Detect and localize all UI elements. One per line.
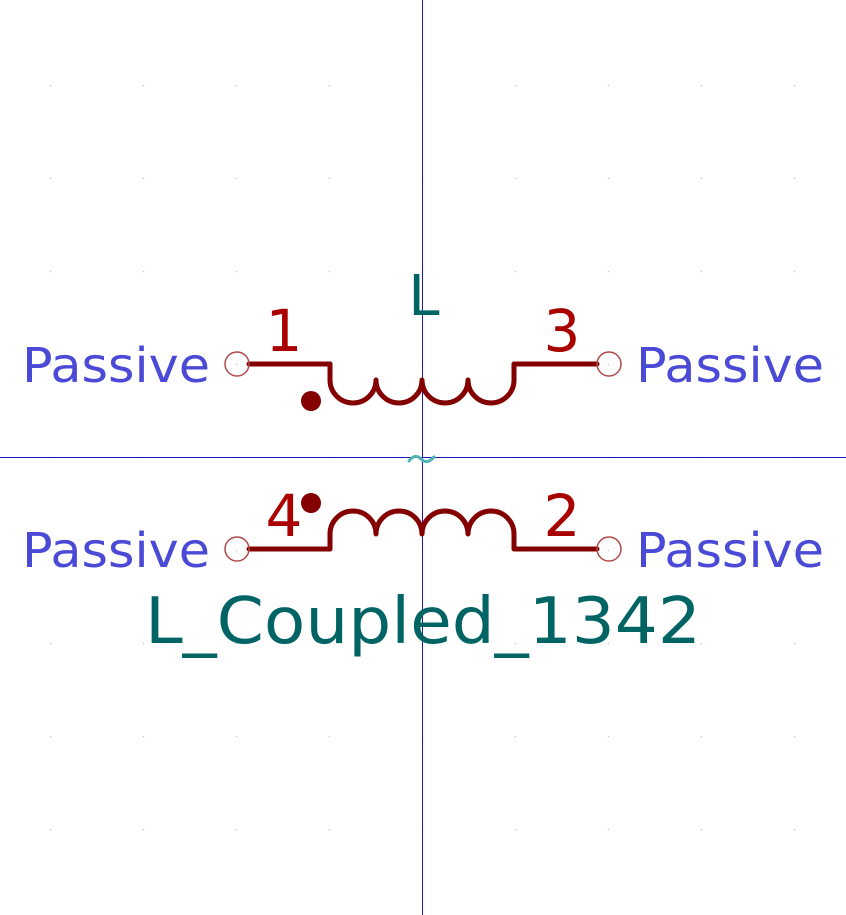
grid-dot — [793, 363, 796, 366]
grid-dot — [700, 735, 703, 738]
pin-end-markers — [224, 351, 622, 562]
grid-dot — [607, 177, 610, 180]
grid-dot — [793, 84, 796, 87]
grid-dot — [514, 270, 517, 273]
grid-dot — [235, 549, 238, 552]
pin-4-end-circle[interactable] — [224, 536, 250, 562]
grid-dot — [793, 549, 796, 552]
pin-2-number: 2 — [544, 482, 581, 550]
grid-dot — [793, 735, 796, 738]
grid-dot — [328, 828, 331, 831]
pin-2-type: Passive — [636, 523, 824, 579]
grid-dot — [142, 177, 145, 180]
lower-winding — [246, 508, 600, 552]
grid-dot — [49, 735, 52, 738]
grid-dot — [49, 828, 52, 831]
grid-dot — [793, 177, 796, 180]
grid-dot — [142, 549, 145, 552]
grid-dot — [49, 84, 52, 87]
pin-1-type: Passive — [22, 338, 210, 394]
grid-dot — [328, 177, 331, 180]
grid-dot — [607, 270, 610, 273]
grid-dot — [514, 642, 517, 645]
grid-dot — [607, 84, 610, 87]
grid-dot — [142, 363, 145, 366]
grid-dot — [142, 735, 145, 738]
pin-2-end-circle[interactable] — [596, 536, 622, 562]
grid-dot — [142, 642, 145, 645]
grid-dot — [514, 84, 517, 87]
grid-dot — [793, 828, 796, 831]
grid-dot — [700, 828, 703, 831]
grid-dot — [49, 549, 52, 552]
grid-dot — [514, 735, 517, 738]
grid-dot — [793, 642, 796, 645]
grid-dot — [235, 828, 238, 831]
grid-dot — [49, 363, 52, 366]
symbol-value[interactable]: L_Coupled_1342 — [145, 585, 701, 659]
grid-dot — [328, 270, 331, 273]
pin-1-number: 1 — [266, 297, 303, 365]
grid-dot — [235, 84, 238, 87]
grid-dot — [700, 84, 703, 87]
pin-1-end-circle[interactable] — [224, 351, 250, 377]
grid-dot — [328, 735, 331, 738]
grid-dot — [607, 642, 610, 645]
grid-dot — [700, 363, 703, 366]
upper-winding — [246, 361, 600, 406]
lower-coil — [327, 508, 517, 552]
grid-dot — [235, 177, 238, 180]
grid-dot — [700, 177, 703, 180]
grid-dot — [328, 84, 331, 87]
anchor-icon — [407, 454, 436, 464]
grid-dot — [235, 363, 238, 366]
grid-dot — [607, 549, 610, 552]
grid-dot — [607, 363, 610, 366]
grid-dot — [607, 828, 610, 831]
grid-dot — [700, 642, 703, 645]
grid-dot — [235, 735, 238, 738]
lower-polarity-dot — [301, 493, 321, 513]
grid-dot — [700, 270, 703, 273]
grid-dot — [235, 642, 238, 645]
grid-dot — [514, 828, 517, 831]
grid-dot — [142, 270, 145, 273]
upper-polarity-dot — [301, 391, 321, 411]
upper-coil — [327, 361, 517, 406]
grid-dot — [235, 270, 238, 273]
grid-dot — [514, 177, 517, 180]
grid-dot — [700, 549, 703, 552]
reference-designator[interactable]: L — [408, 264, 439, 329]
grid-dot — [142, 84, 145, 87]
pin-3-number: 3 — [544, 297, 581, 365]
grid-dot — [49, 642, 52, 645]
grid-dot — [142, 828, 145, 831]
grid-dot — [328, 642, 331, 645]
grid-dot — [793, 270, 796, 273]
grid-dot — [49, 270, 52, 273]
grid-dot — [607, 735, 610, 738]
grid-dot — [49, 177, 52, 180]
pin-4-type: Passive — [22, 523, 210, 579]
pin-3-type: Passive — [636, 338, 824, 394]
pin-4-number: 4 — [266, 482, 303, 550]
pin-3-end-circle[interactable] — [596, 351, 622, 377]
